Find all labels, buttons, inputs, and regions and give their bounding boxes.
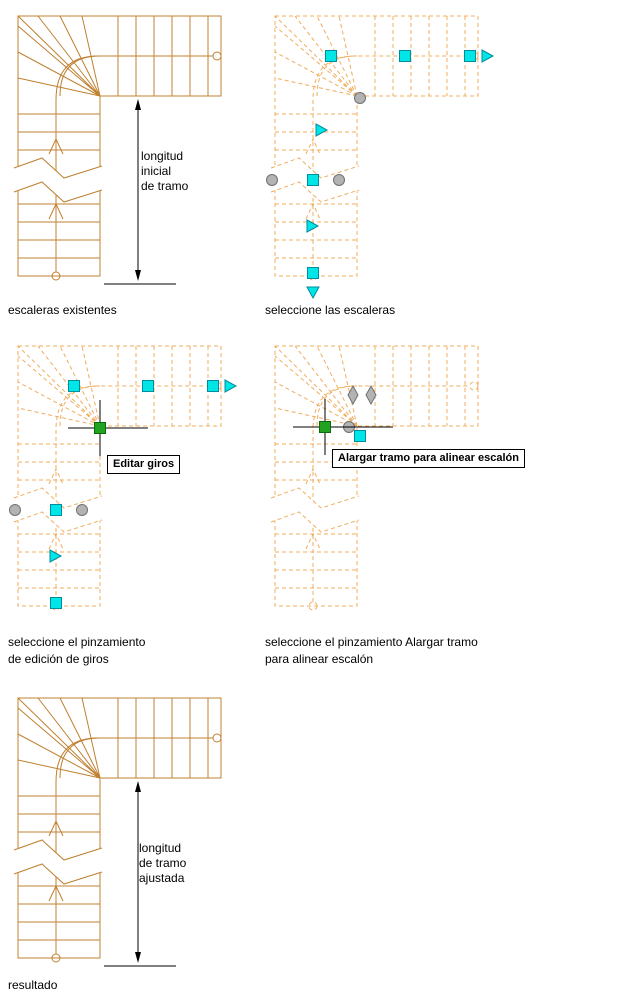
tooltip-lengthen-flight: Alargar tramo para alinear escalón [332,449,525,468]
stair-grips [266,49,495,300]
drawing-result [13,697,222,967]
grip-vertex-circle-3 [333,174,345,186]
dim-arrow-up [135,99,141,110]
drawing-lengthen-flight [270,345,479,611]
tooltip-edit-turns: Editar giros [107,455,181,474]
grip-edge-square-3 [207,380,219,392]
grip-arrow-right-2 [315,123,329,137]
grip-lengthen-diamond-1 [347,384,359,406]
caption-result: resultado [8,978,58,992]
grip-arrow-right-2 [49,549,63,563]
grip-arrow-right-1 [224,379,238,393]
grip-vertex-circle-2 [266,174,278,186]
drawing-existing-stairs [13,15,222,285]
grip-lengthen-selected [319,421,331,433]
drawing-edit-turns [9,345,238,611]
stair-grips [9,379,238,609]
grip-vertex-circle-1 [9,504,21,516]
grip-vertex-circle-2 [76,504,88,516]
grip-edit-turns-selected [94,422,106,434]
grip-edge-square-1 [325,50,337,62]
crosshair-cursor [68,400,148,456]
grip-lengthen-diamond-2 [365,384,377,406]
dim-arrow-down [135,270,141,281]
dim-label-adjusted-length: longitud de tramo ajustada [139,841,187,885]
cursor-and-hot-grip [293,399,393,455]
caption-edit-turns: seleccione el pinzamiento de edición de … [8,635,146,666]
dimension-adjusted-flight-length [104,781,176,967]
stair-dashed [270,345,479,611]
grip-arrow-right-3 [306,219,320,233]
grip-edge-square-4 [307,174,319,186]
dim-arrow-up [135,781,141,792]
grip-vertex-circle-1 [354,92,366,104]
grip-edge-square-1 [68,380,80,392]
grip-edge-square-5 [307,267,319,279]
cursor-and-hot-grip [68,400,148,456]
stair-solid [13,15,222,281]
drawing-selected-stairs [266,15,495,300]
dimension-initial-flight-length [104,99,176,285]
grip-edge-square-5 [50,597,62,609]
grip-edge-square-1 [354,430,366,442]
stair-dashed [270,15,479,281]
dim-label-initial-length: longitud inicial de tramo [141,149,189,193]
stair-solid [13,697,222,963]
grip-edge-square-2 [142,380,154,392]
grip-arrow-down [306,286,320,300]
caption-lengthen-flight: seleccione el pinzamiento Alargar tramo … [265,635,478,666]
stair-grips [343,384,377,442]
grip-arrow-right-1 [481,49,495,63]
grip-edge-square-2 [399,50,411,62]
grip-edge-square-4 [50,504,62,516]
dim-arrow-down [135,952,141,963]
stair-dashed [13,345,222,611]
caption-existing-stairs: escaleras existentes [8,303,117,317]
grip-edge-square-3 [464,50,476,62]
caption-select-stairs: seleccione las escaleras [265,303,396,317]
